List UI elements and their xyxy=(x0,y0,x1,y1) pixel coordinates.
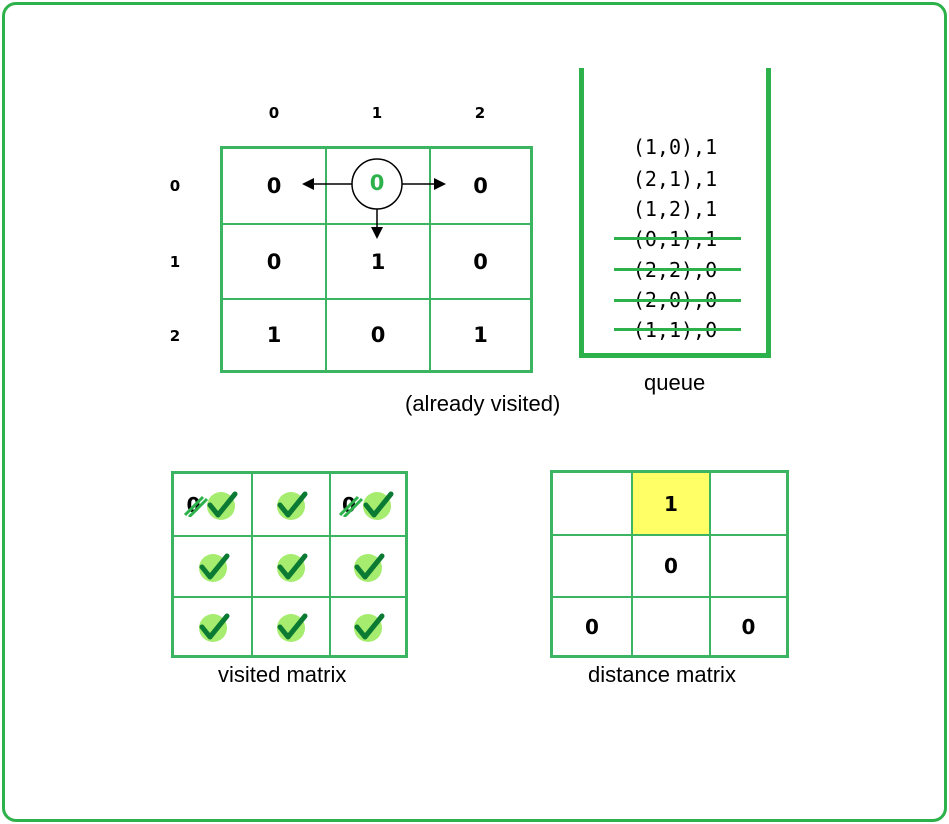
strikethrough-line xyxy=(614,268,741,271)
grid-cell-1-0: 0 xyxy=(222,224,326,299)
visited-cell-1-1 xyxy=(252,536,330,597)
grid-cell-0-1 xyxy=(326,148,430,224)
visited-cell-1-2 xyxy=(330,536,406,597)
distance-cell-0-1: 1 xyxy=(632,472,710,535)
check-icon xyxy=(277,553,308,582)
input-grid: 0 0 0 1 0 1 0 1 xyxy=(220,146,533,373)
already-visited-caption: (already visited) xyxy=(405,391,561,416)
distance-cell-0-2 xyxy=(710,472,787,535)
queue-item: (2,1),1 xyxy=(632,167,718,191)
check-icon xyxy=(198,553,229,582)
visited-cell-2-1 xyxy=(252,597,330,656)
col-label-1: 1 xyxy=(371,104,383,122)
distance-cell-2-0: 0 xyxy=(552,597,632,656)
grid-cell-1-2: 0 xyxy=(430,224,531,299)
current-cell-value: 0 xyxy=(369,171,385,195)
visited-cell-1-0 xyxy=(173,536,252,597)
visited-cell-2-0 xyxy=(173,597,252,656)
crossed-zero: 0 xyxy=(183,493,208,517)
distance-cell-1-2 xyxy=(710,535,787,597)
check-icon xyxy=(207,491,238,520)
queue-container: (1,0),1 (2,1),1 (1,2),1 (0,1),1 (2,2),0 … xyxy=(579,68,771,358)
visited-matrix-caption: visited matrix xyxy=(218,662,347,687)
row-label-0: 0 xyxy=(169,177,181,195)
check-icon xyxy=(277,613,308,642)
visited-cell-2-2 xyxy=(330,597,406,656)
grid-cell-0-2: 0 xyxy=(430,148,531,224)
visited-matrix: 0 0 xyxy=(171,471,408,658)
strikethrough-line xyxy=(614,328,741,331)
check-icon xyxy=(362,491,394,520)
grid-cell-2-0: 1 xyxy=(222,299,326,371)
grid-cell-2-1: 0 xyxy=(326,299,430,371)
queue-caption: queue xyxy=(644,370,706,395)
distance-cell-1-1: 0 xyxy=(632,535,710,597)
distance-cell-2-1 xyxy=(632,597,710,656)
strikethrough-line xyxy=(614,237,741,240)
col-label-0: 0 xyxy=(268,104,280,122)
visited-cell-0-0: 0 xyxy=(173,473,252,536)
check-icon xyxy=(354,553,385,582)
queue-item: (1,2),1 xyxy=(632,197,718,221)
strikethrough-line xyxy=(614,299,741,302)
grid-cell-0-0: 0 xyxy=(222,148,326,224)
row-label-1: 1 xyxy=(169,253,181,271)
row-label-2: 2 xyxy=(169,327,181,345)
grid-cell-2-2: 1 xyxy=(430,299,531,371)
distance-cell-1-0 xyxy=(552,535,632,597)
distance-cell-2-2: 0 xyxy=(710,597,787,656)
check-icon xyxy=(198,613,229,642)
col-label-2: 2 xyxy=(474,104,486,122)
distance-matrix: 1 0 0 0 xyxy=(550,470,789,658)
check-icon xyxy=(354,613,385,642)
grid-cell-1-1: 1 xyxy=(326,224,430,299)
crossed-zero: 0 xyxy=(338,493,364,517)
check-icon xyxy=(277,491,308,520)
distance-matrix-caption: distance matrix xyxy=(588,662,736,687)
queue-item: (1,0),1 xyxy=(632,135,718,159)
current-cell-arrows xyxy=(302,158,446,239)
distance-cell-0-0 xyxy=(552,472,632,535)
visited-cell-0-1 xyxy=(252,473,330,536)
visited-cell-0-2: 0 xyxy=(330,473,406,536)
